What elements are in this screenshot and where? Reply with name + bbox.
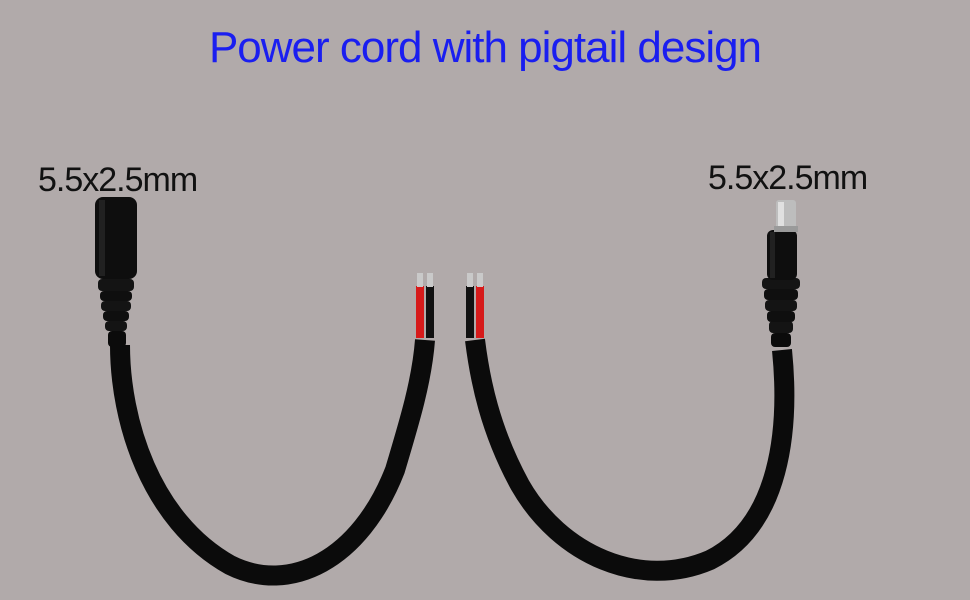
- female-cable-body: [110, 339, 435, 586]
- female-jack-icon: [95, 197, 137, 347]
- page-title: Power cord with pigtail design: [208, 23, 762, 72]
- left-connector-size-label: 5.5x2.5mm: [38, 161, 198, 199]
- male-cable-wire-ends: [466, 273, 484, 338]
- male-plug-icon: [762, 200, 800, 347]
- male-cable-body: [465, 338, 795, 581]
- right-connector-size-label: 5.5x2.5mm: [708, 159, 868, 197]
- female-cable: [95, 197, 435, 586]
- female-cable-wire-ends: [416, 273, 434, 338]
- male-cable: [465, 200, 800, 581]
